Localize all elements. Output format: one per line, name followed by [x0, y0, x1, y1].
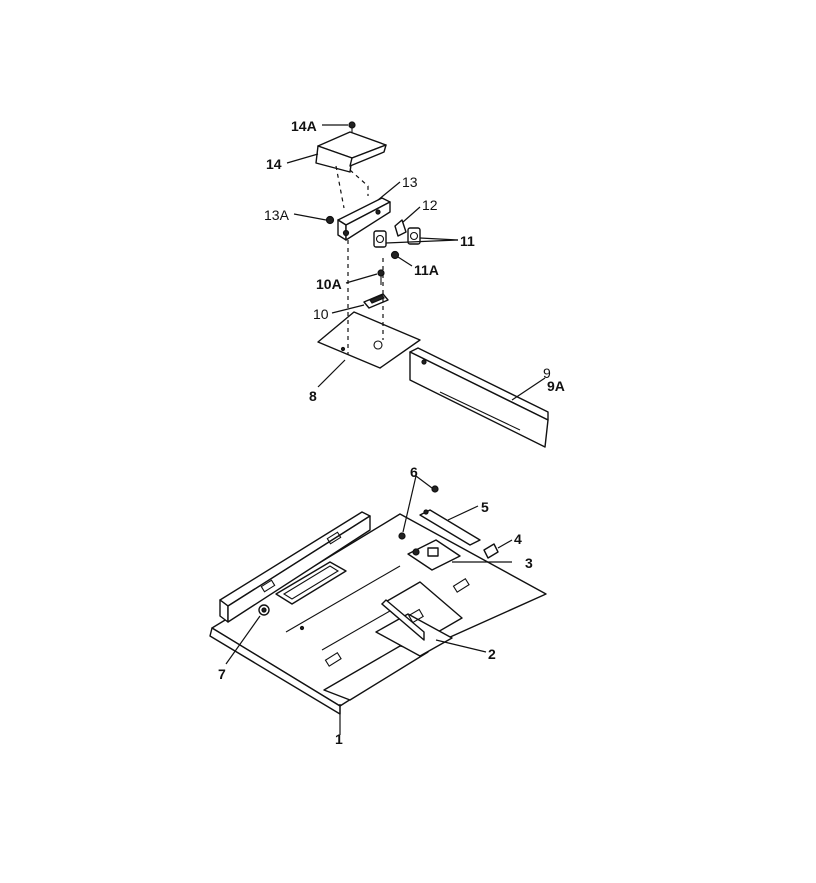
callout-14: 14: [266, 156, 282, 172]
callout-10a: 10A: [316, 276, 342, 292]
part-6-screws: [398, 485, 439, 540]
callout-3: 3: [525, 555, 533, 571]
callout-5: 5: [481, 499, 489, 515]
callout-7: 7: [218, 666, 226, 682]
callout-11a: 11A: [414, 262, 439, 278]
callout-9a: 9A: [547, 378, 565, 394]
callout-4: 4: [514, 531, 522, 547]
part-13-mounting-bracket: [337, 197, 391, 241]
callout-2: 2: [488, 646, 496, 662]
callout-14a: 14A: [291, 118, 317, 134]
callout-13: 13: [402, 174, 418, 190]
part-10-latch: [363, 293, 389, 309]
part-11-switch-left: [373, 230, 387, 248]
callout-6: 6: [410, 464, 418, 480]
part-5-bar: [419, 509, 481, 546]
callout-1: 1: [335, 731, 343, 747]
part-11a-nut: [390, 250, 400, 260]
part-7-grommet: [258, 604, 270, 616]
part-4-clip: [483, 543, 499, 559]
alignment-lines-upper: [335, 165, 384, 355]
part-8-plate: [317, 311, 421, 369]
part-14-cover-bracket: [315, 131, 387, 173]
part-2-housing-box: [375, 581, 463, 657]
callout-9: 9: [543, 365, 551, 381]
callout-11: 11: [460, 233, 475, 249]
part-12-clip: [394, 219, 407, 237]
part-3-switch-assembly: [407, 539, 461, 571]
part-9-rail: [409, 347, 549, 448]
callout-12: 12: [422, 197, 438, 213]
leader-lines: [225, 124, 546, 735]
callout-10: 10: [313, 306, 329, 322]
part-11-switch-right: [407, 227, 421, 245]
part-13a-screw: [325, 215, 335, 225]
callout-8: 8: [309, 388, 317, 404]
callout-13a: 13A: [264, 207, 290, 223]
